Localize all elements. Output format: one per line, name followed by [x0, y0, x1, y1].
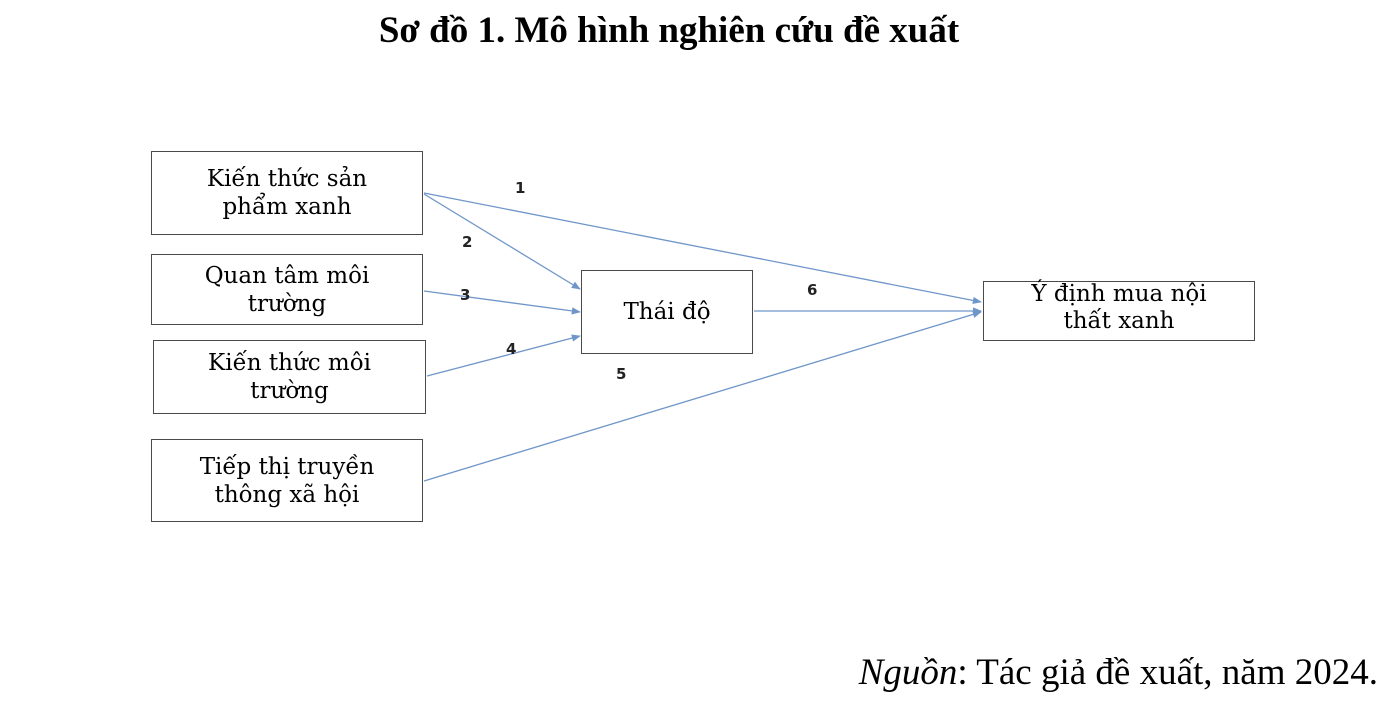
- node-quan-tam-moi-truong: Quan tâm môi trường: [151, 254, 423, 325]
- source-prefix: Nguồn: [858, 652, 958, 693]
- path-3-label: 3: [460, 286, 470, 304]
- path-6-label: 6: [807, 281, 817, 299]
- source-text: : Tác giả đề xuất, năm 2024.: [957, 652, 1378, 693]
- path-4-arrow: [426, 334, 581, 377]
- node-thai-do: Thái độ: [581, 270, 753, 354]
- node-label: Thái độ: [623, 299, 711, 325]
- node-label-line-1: Tiếp thị truyền: [199, 453, 375, 480]
- node-y-dinh-mua-noi-that-xanh: Ý định mua nội thất xanh: [983, 281, 1255, 341]
- node-label-line-2: thông xã hội: [214, 481, 360, 508]
- path-4-label: 4: [506, 340, 516, 358]
- diagram-title: Sơ đồ 1. Mô hình nghiên cứu đề xuất: [378, 10, 960, 51]
- path-2-label: 2: [462, 233, 472, 251]
- node-tiep-thi-truyen-thong-xa-hoi: Tiếp thị truyền thông xã hội: [151, 439, 423, 522]
- node-label-line-2: trường: [250, 378, 329, 404]
- path-2-arrow: [423, 193, 581, 290]
- node-label-line-2: thất xanh: [1063, 308, 1175, 334]
- node-kien-thuc-moi-truong: Kiến thức môi trường: [153, 340, 426, 414]
- node-label-line-2: phẩm xanh: [222, 194, 352, 220]
- path-5-label: 5: [616, 365, 626, 383]
- path-1-label: 1: [515, 179, 525, 197]
- source-note: Nguồn: Tác giả đề xuất, năm 2024.: [859, 650, 1378, 696]
- node-label-line-1: Kiến thức sản: [206, 166, 368, 192]
- path-3-arrow: [423, 290, 581, 315]
- node-label-line-1: Ý định mua nội: [1031, 281, 1207, 307]
- node-label-line-1: Quan tâm môi: [204, 262, 370, 289]
- node-kien-thuc-san-pham-xanh: Kiến thức sản phẩm xanh: [151, 151, 423, 235]
- node-label-line-1: Kiến thức môi: [208, 350, 371, 376]
- node-label-line-2: trường: [247, 290, 327, 317]
